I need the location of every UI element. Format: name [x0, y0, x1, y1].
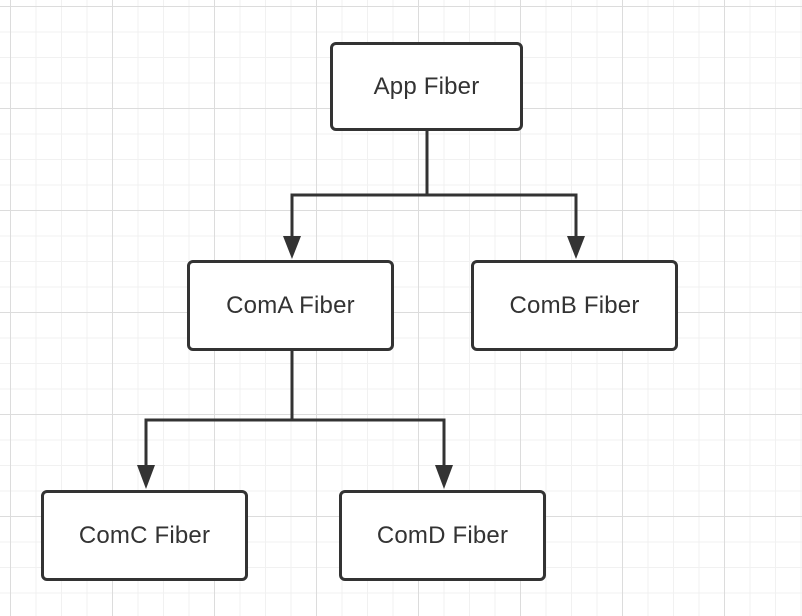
edge-coma-to-comc — [144, 351, 294, 467]
edge-app-to-comb — [427, 193, 578, 238]
node-coma-fiber[interactable]: ComA Fiber — [187, 260, 394, 351]
arrowhead-to-comc — [137, 465, 155, 489]
node-comb-fiber[interactable]: ComB Fiber — [471, 260, 678, 351]
node-comb-fiber-label: ComB Fiber — [509, 291, 640, 319]
node-app-fiber-label: App Fiber — [373, 72, 480, 100]
arrowhead-to-comb — [567, 236, 585, 259]
node-app-fiber[interactable]: App Fiber — [330, 42, 523, 131]
arrowhead-to-comd — [435, 465, 453, 489]
node-comd-fiber-label: ComD Fiber — [376, 521, 509, 549]
node-comc-fiber[interactable]: ComC Fiber — [41, 490, 248, 581]
node-comc-fiber-label: ComC Fiber — [78, 521, 211, 549]
arrowhead-to-coma — [283, 236, 301, 259]
edge-coma-to-comd — [292, 418, 446, 467]
node-comd-fiber[interactable]: ComD Fiber — [339, 490, 546, 581]
node-coma-fiber-label: ComA Fiber — [226, 291, 355, 319]
edge-app-to-coma — [290, 131, 429, 238]
